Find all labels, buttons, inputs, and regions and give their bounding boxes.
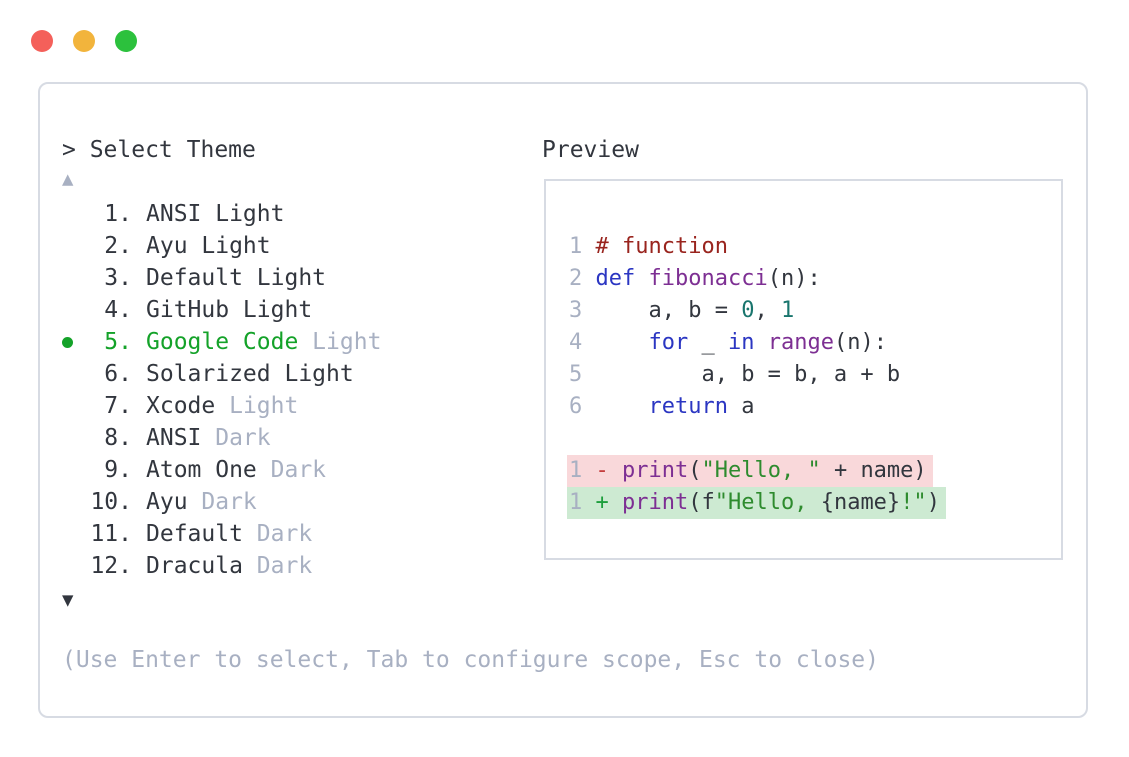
theme-item-name: Dracula bbox=[146, 553, 243, 579]
theme-item-name: Default Light bbox=[146, 265, 327, 291]
theme-list-item[interactable]: 6. Solarized Light bbox=[40, 358, 540, 390]
bullet-placeholder bbox=[62, 369, 76, 380]
theme-item-number: 8. bbox=[104, 425, 132, 451]
keyboard-hint: (Use Enter to select, Tab to configure s… bbox=[62, 647, 879, 673]
theme-list: 1. ANSI Light 2. Ayu Light 3. Default Light 4.… bbox=[40, 198, 540, 582]
preview-pane: 1 # function 2 def fibonacci(n): 3 a, b = … bbox=[544, 179, 1063, 560]
theme-item-name: Default bbox=[146, 521, 243, 547]
diff-line: 1 - print("Hello, " + name) bbox=[567, 455, 1061, 487]
theme-item-variant: Light bbox=[215, 393, 299, 419]
theme-item-variant: Dark bbox=[242, 521, 313, 547]
theme-item-name: ANSI Light bbox=[146, 201, 285, 227]
bullet-placeholder bbox=[62, 401, 76, 412]
code-line: 3 a, b = 0, 1 bbox=[569, 298, 795, 323]
theme-item-variant: Dark bbox=[187, 489, 257, 515]
line-number: 1 bbox=[569, 458, 583, 483]
theme-item-number: 2. bbox=[104, 233, 132, 259]
theme-item-number: 9. bbox=[104, 457, 132, 483]
theme-item-name: Atom One bbox=[146, 457, 257, 483]
theme-item-number: 6. bbox=[104, 361, 132, 387]
code-line: 1 # function bbox=[569, 234, 728, 259]
theme-item-variant: Light bbox=[298, 329, 382, 355]
theme-list-item[interactable]: 11. Default Dark bbox=[40, 518, 540, 550]
bullet-placeholder bbox=[62, 465, 76, 476]
code-line: 2 def fibonacci(n): bbox=[569, 266, 821, 291]
maximize-button[interactable] bbox=[115, 30, 137, 52]
theme-picker-window: > Select Theme ▲ 1. ANSI Light 2. Ayu Light… bbox=[38, 82, 1088, 718]
bullet-placeholder bbox=[62, 561, 76, 572]
bullet-placeholder bbox=[62, 497, 76, 508]
theme-list-item[interactable]: 8. ANSI Dark bbox=[40, 422, 540, 454]
theme-item-number: 3. bbox=[104, 265, 132, 291]
line-number: 1 bbox=[569, 490, 583, 515]
bullet-placeholder bbox=[62, 209, 76, 220]
code-spacer bbox=[567, 423, 1061, 455]
bullet-placeholder bbox=[62, 529, 76, 540]
line-number: 2 bbox=[569, 266, 583, 291]
theme-item-number: 11. bbox=[90, 521, 132, 547]
line-number: 6 bbox=[569, 394, 583, 419]
code-line: 6 return a bbox=[569, 394, 755, 419]
theme-list-item[interactable]: 5. Google Code Light bbox=[40, 326, 540, 358]
bullet-placeholder bbox=[62, 273, 76, 284]
theme-item-variant: Dark bbox=[256, 457, 327, 483]
line-number: 4 bbox=[569, 330, 583, 355]
preview-label: Preview bbox=[542, 137, 639, 163]
code-line: 5 a, b = b, a + b bbox=[569, 362, 901, 387]
line-number: 5 bbox=[569, 362, 583, 387]
theme-list-item[interactable]: 9. Atom One Dark bbox=[40, 454, 540, 486]
theme-item-number: 10. bbox=[90, 489, 132, 515]
selected-dot-icon bbox=[62, 336, 76, 348]
window-controls bbox=[31, 30, 137, 52]
theme-list-item[interactable]: 1. ANSI Light bbox=[40, 198, 540, 230]
code-line: 4 for _ in range(n): bbox=[569, 330, 887, 355]
theme-list-item[interactable]: 4. GitHub Light bbox=[40, 294, 540, 326]
line-number: 1 bbox=[569, 234, 583, 259]
theme-item-variant: Dark bbox=[242, 553, 313, 579]
bullet-placeholder bbox=[62, 433, 76, 444]
line-number: 3 bbox=[569, 298, 583, 323]
theme-item-name: Solarized Light bbox=[146, 361, 354, 387]
theme-item-name: Ayu Light bbox=[146, 233, 271, 259]
theme-item-number: 5. bbox=[104, 329, 132, 355]
theme-list-item[interactable]: 2. Ayu Light bbox=[40, 230, 540, 262]
theme-list-item[interactable]: 10. Ayu Dark bbox=[40, 486, 540, 518]
theme-item-name: Xcode bbox=[146, 393, 216, 419]
close-button[interactable] bbox=[31, 30, 53, 52]
scroll-up-icon[interactable]: ▲ bbox=[62, 168, 74, 190]
minimize-button[interactable] bbox=[73, 30, 95, 52]
theme-list-item[interactable]: 3. Default Light bbox=[40, 262, 540, 294]
theme-item-name: Google Code bbox=[146, 329, 299, 355]
bullet-placeholder bbox=[62, 305, 76, 316]
theme-picker-prompt: > Select Theme bbox=[62, 137, 256, 163]
bullet-placeholder bbox=[62, 241, 76, 252]
theme-list-item[interactable]: 7. Xcode Light bbox=[40, 390, 540, 422]
theme-item-variant: Dark bbox=[201, 425, 271, 451]
theme-item-name: Ayu bbox=[146, 489, 188, 515]
theme-item-name: ANSI bbox=[146, 425, 202, 451]
theme-item-name: GitHub Light bbox=[146, 297, 313, 323]
diff-line: 1 + print(f"Hello, {name}!") bbox=[567, 487, 1061, 519]
scroll-down-icon[interactable]: ▼ bbox=[62, 589, 74, 611]
theme-item-number: 1. bbox=[104, 201, 132, 227]
theme-item-number: 7. bbox=[104, 393, 132, 419]
theme-list-item[interactable]: 12. Dracula Dark bbox=[40, 550, 540, 582]
theme-item-number: 4. bbox=[104, 297, 132, 323]
theme-item-number: 12. bbox=[90, 553, 132, 579]
